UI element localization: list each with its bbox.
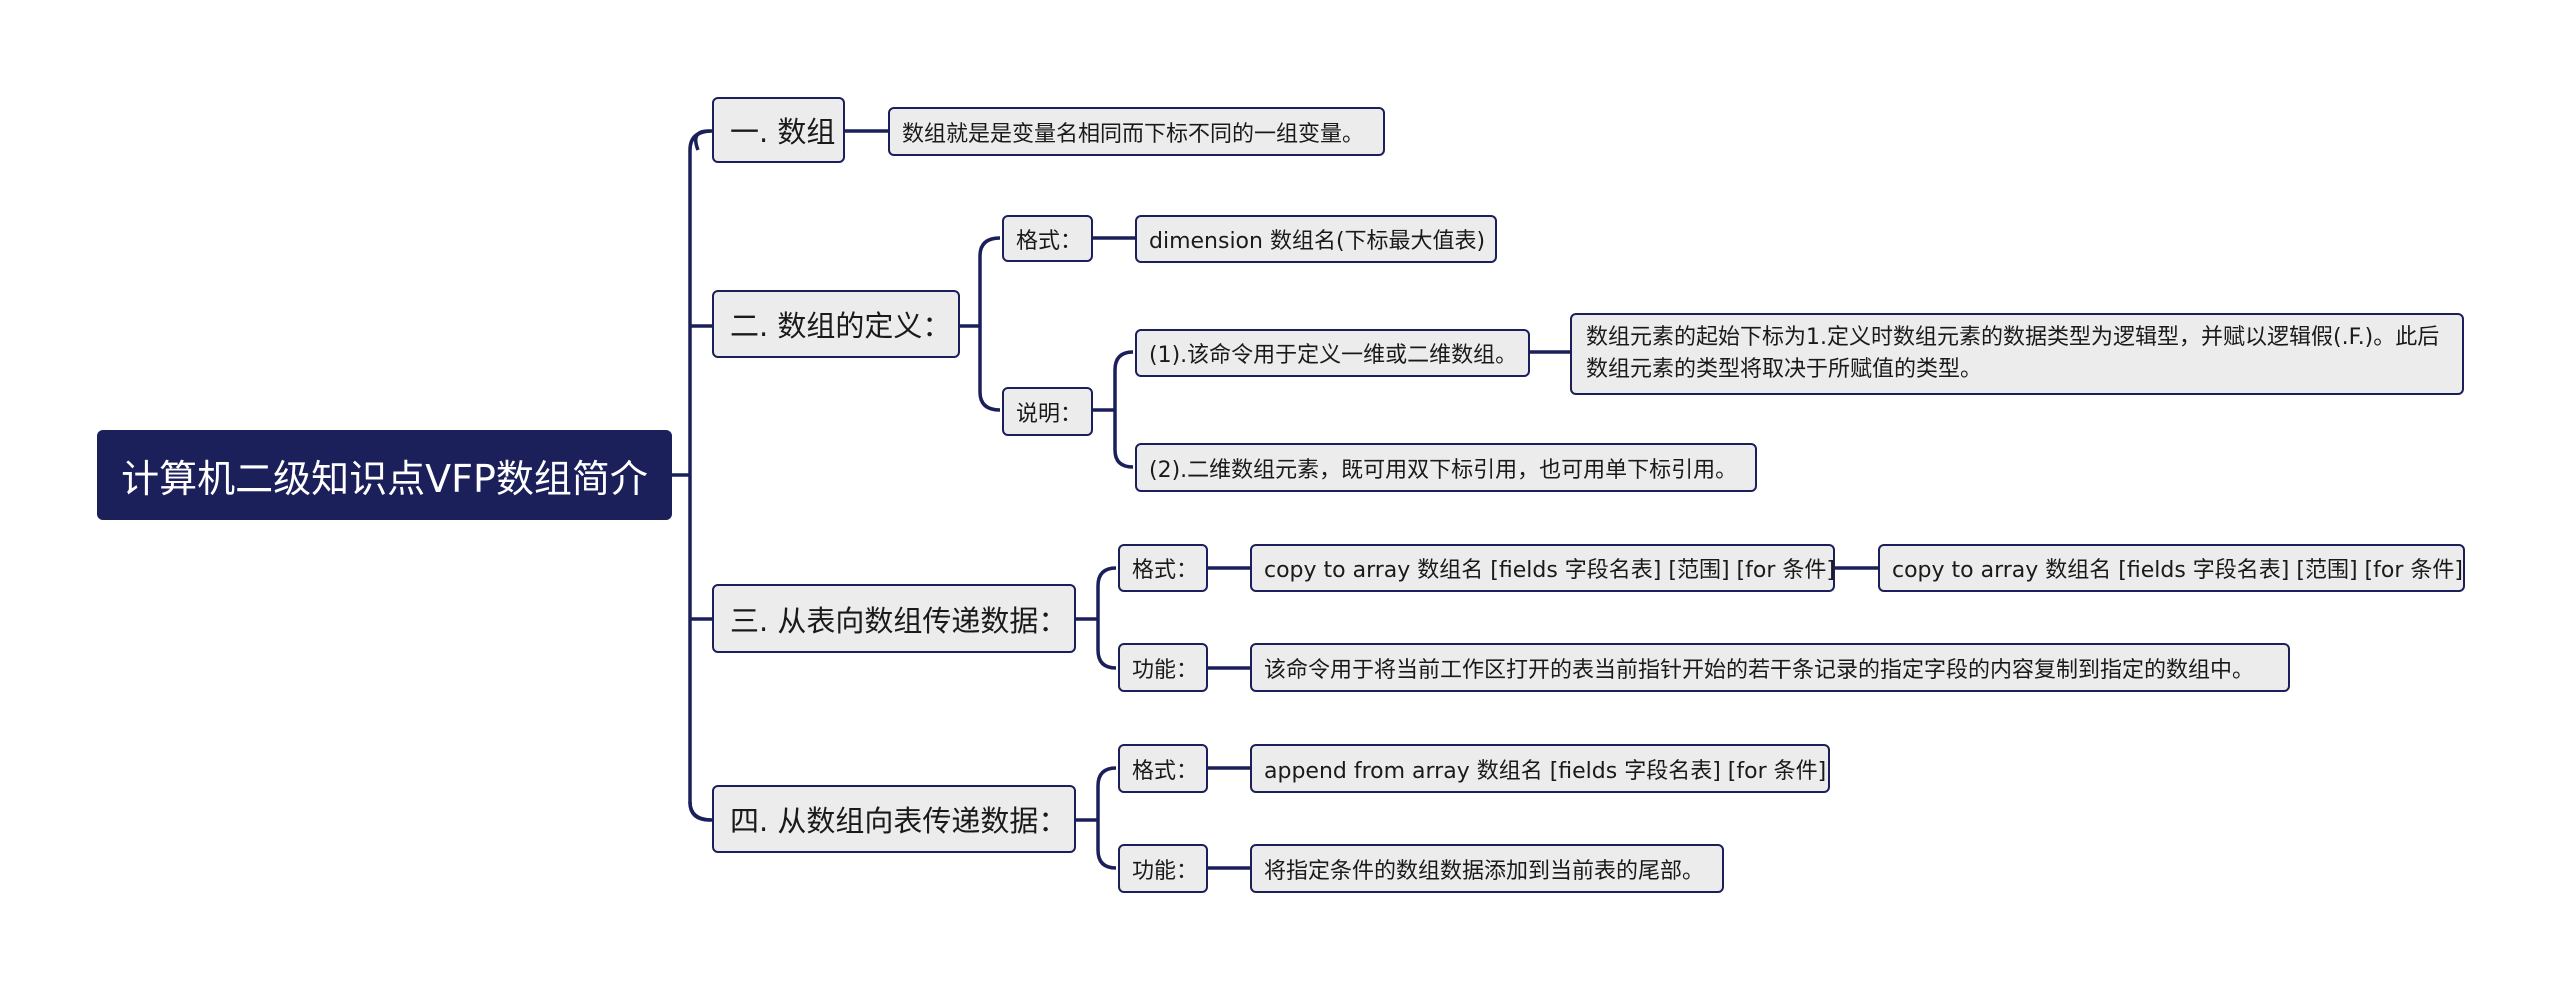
connector-s4 (688, 801, 713, 822)
s2-note-label[interactable]: 说明： (1002, 387, 1093, 436)
s3-format-label[interactable]: 格式： (1118, 544, 1208, 592)
topic-s1[interactable]: 一. 数组 (712, 97, 845, 163)
s2-format-label-text: 格式： (1016, 228, 1083, 254)
topic-s4-label: 四. 从数组向表传递数据： (730, 804, 1068, 838)
s3-format-text2[interactable]: copy to array 数组名 [fields 字段名表] [范围] [fo… (1878, 544, 2465, 592)
s3-func-text-label: 该命令用于将当前工作区打开的表当前指针开始的若干条记录的指定字段的内容复制到指定… (1264, 657, 2255, 683)
s3-func-text[interactable]: 该命令用于将当前工作区打开的表当前指针开始的若干条记录的指定字段的内容复制到指定… (1250, 643, 2290, 692)
s3-format-text2-label: copy to array 数组名 [fields 字段名表] [范围] [fo… (1892, 558, 2463, 583)
connector-s3-trunk (1076, 566, 1117, 670)
s4-format-text[interactable]: append from array 数组名 [fields 字段名表] [for… (1250, 744, 1830, 793)
s2-note1-detail-label: 数组元素的起始下标为1.定义时数组元素的数据类型为逻辑型，并赋以逻辑假(.F.)… (1586, 325, 2440, 382)
s2-format-label[interactable]: 格式： (1002, 215, 1093, 262)
s2-note1-detail[interactable]: 数组元素的起始下标为1.定义时数组元素的数据类型为逻辑型，并赋以逻辑假(.F.)… (1570, 313, 2464, 395)
s2-note1-label: (1).该命令用于定义一维或二维数组。 (1149, 343, 1518, 368)
topic-s1-label: 一. 数组 (730, 115, 836, 149)
s2-note2[interactable]: (2).二维数组元素，既可用双下标引用，也可用单下标引用。 (1135, 443, 1757, 492)
topic-s3[interactable]: 三. 从表向数组传递数据： (712, 584, 1076, 653)
s3-func-label[interactable]: 功能： (1118, 643, 1208, 692)
s2-format-text[interactable]: dimension 数组名(下标最大值表) (1135, 215, 1497, 263)
s4-func-label-text: 功能： (1132, 858, 1199, 884)
topic-s2[interactable]: 二. 数组的定义： (712, 290, 960, 358)
topic-s4[interactable]: 四. 从数组向表传递数据： (712, 785, 1076, 853)
s2-note1[interactable]: (1).该命令用于定义一维或二维数组。 (1135, 329, 1530, 377)
connector-s2-trunk (960, 236, 1001, 412)
s3-format-text-label: copy to array 数组名 [fields 字段名表] [范围] [fo… (1264, 558, 1835, 583)
root-topic-label: 计算机二级知识点VFP数组简介 (121, 456, 648, 501)
root-topic[interactable]: 计算机二级知识点VFP数组简介 (97, 430, 672, 520)
s2-note-label-text: 说明： (1016, 401, 1083, 427)
s4-func-text-label: 将指定条件的数组数据添加到当前表的尾部。 (1264, 858, 1705, 884)
s4-format-label-text: 格式： (1132, 758, 1199, 784)
s4-format-text-label: append from array 数组名 [fields 字段名表] [for… (1264, 758, 1827, 784)
s3-func-label-text: 功能： (1132, 657, 1199, 683)
s1-desc-label: 数组就是是变量名相同而下标不同的一组变量。 (902, 121, 1365, 147)
connector-s4-trunk (1076, 766, 1117, 870)
topic-s2-label: 二. 数组的定义： (730, 309, 952, 343)
s4-func-text[interactable]: 将指定条件的数组数据添加到当前表的尾部。 (1250, 844, 1724, 893)
connector-s2-note (1093, 350, 1134, 469)
topic-s3-label: 三. 从表向数组传递数据： (730, 603, 1068, 638)
s4-func-label[interactable]: 功能： (1118, 844, 1208, 893)
s3-format-label-text: 格式： (1132, 558, 1199, 583)
connector-s1 (688, 129, 713, 151)
s1-desc[interactable]: 数组就是是变量名相同而下标不同的一组变量。 (888, 107, 1385, 156)
s2-format-text-label: dimension 数组名(下标最大值表) (1149, 229, 1486, 254)
s3-format-text[interactable]: copy to array 数组名 [fields 字段名表] [范围] [fo… (1250, 544, 1835, 592)
s4-format-label[interactable]: 格式： (1118, 744, 1208, 793)
connector-trunk (688, 129, 711, 822)
s2-note2-label: (2).二维数组元素，既可用双下标引用，也可用单下标引用。 (1149, 457, 1738, 483)
